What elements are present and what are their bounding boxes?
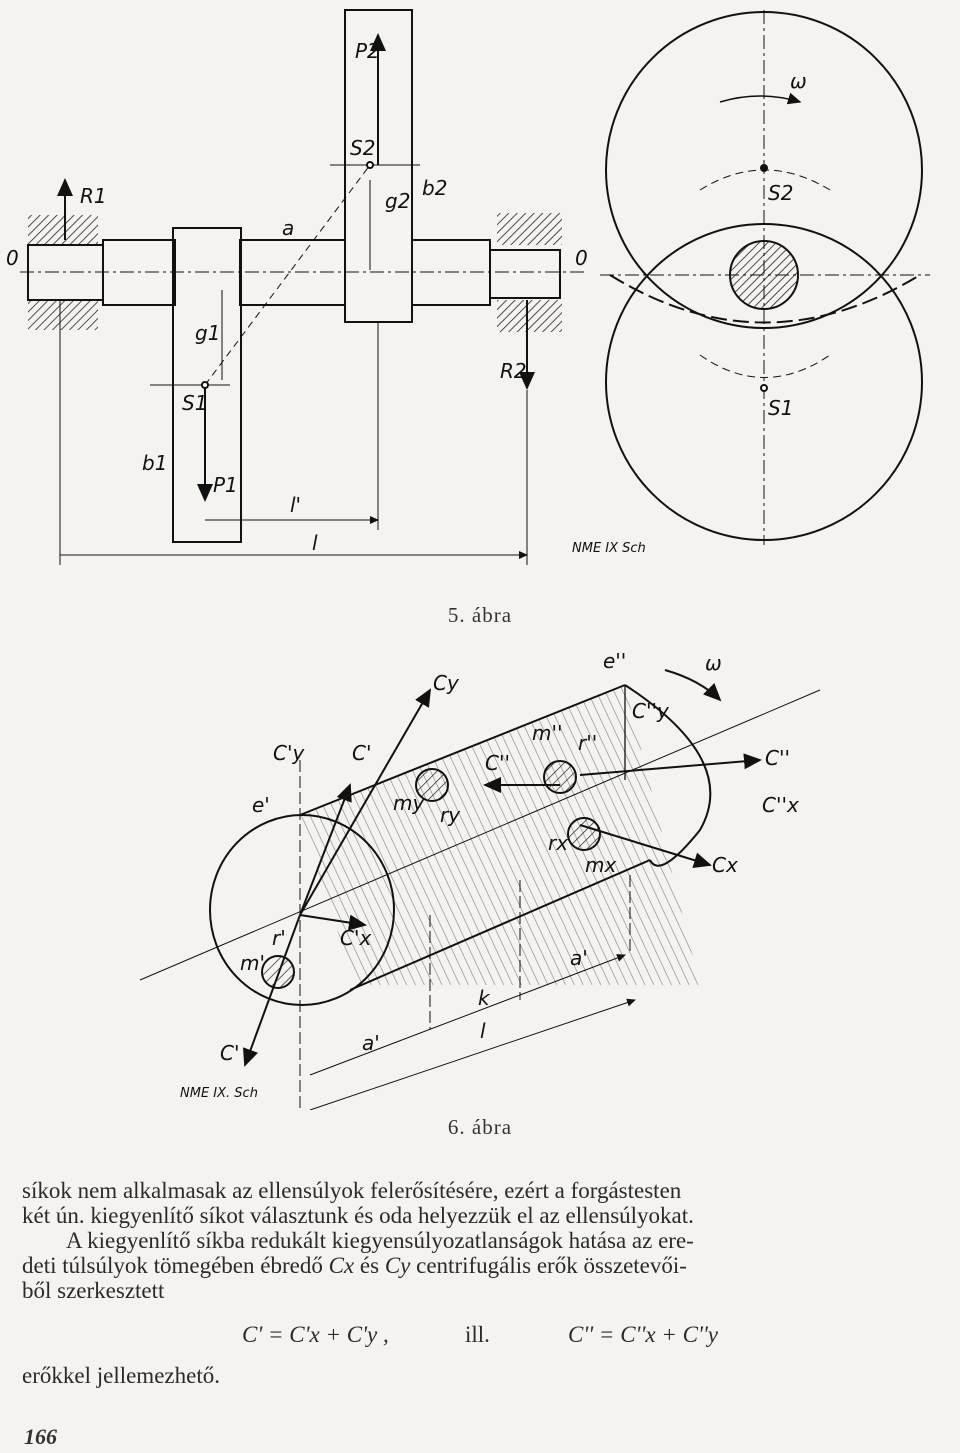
left-bearing-top — [28, 215, 98, 245]
stamp-6: NME IX. Sch — [180, 1086, 258, 1101]
text-line-6: erőkkel jellemezhető. — [22, 1363, 220, 1388]
label-Cy: Cy — [433, 671, 460, 695]
side-view — [600, 10, 930, 545]
body-text-end: erőkkel jellemezhető. — [22, 1363, 952, 1388]
label-my: my — [393, 791, 425, 815]
label-g2: g2 — [385, 189, 410, 213]
text-line-1: síkok nem alkalmasak az ellensúlyok fele… — [22, 1178, 682, 1203]
label-l-prime: l' — [290, 493, 301, 517]
label-C-x-prime: C'x — [340, 926, 371, 950]
label-S2: S2 — [350, 136, 375, 160]
label-C-double-prime: C'' — [485, 751, 510, 775]
label-P2: P2 — [355, 39, 380, 63]
label-R1: R1 — [80, 184, 107, 208]
equation-right: C'' = C''x + C''y — [568, 1322, 718, 1347]
label-omega: ω — [790, 69, 807, 93]
label-e-double-prime: e'' — [603, 649, 626, 673]
label-O-right: 0 — [575, 246, 588, 270]
figure-6-caption: 6. ábra — [447, 1115, 513, 1139]
label-rx: rx — [548, 831, 568, 855]
label-l-6: l — [480, 1019, 486, 1043]
label-C-y-double-prime: C''y — [632, 699, 670, 723]
label-Cx: Cx — [712, 853, 738, 877]
label-ry: ry — [440, 803, 461, 827]
text-line-2: két ún. kiegyenlítő síkot választunk és … — [22, 1203, 694, 1228]
label-C-prime: C' — [352, 741, 371, 765]
mass-m1 — [261, 955, 295, 989]
label-C-prime-bottom: C' — [220, 1041, 239, 1065]
figure-5-caption: 5. ábra — [447, 603, 513, 627]
page-number: 166 — [24, 1424, 57, 1449]
label-a: a — [282, 216, 294, 240]
right-bearing-top — [497, 213, 562, 245]
text-line-3: A kiegyenlítő síkba redukált kiegyensúly… — [66, 1228, 694, 1253]
equation-left: C' = C'x + C'y , — [242, 1322, 389, 1347]
mass-mx — [567, 817, 601, 851]
figure-6: Cy C'y C' e' my ry C'' m'' r'' e'' ω C''… — [139, 649, 821, 1110]
label-R2: R2 — [500, 359, 527, 383]
label-C-double-prime-right: C'' — [765, 746, 790, 770]
body-text: síkok nem alkalmasak az ellensúlyok fele… — [22, 1178, 952, 1303]
figure-6-labels: Cy C'y C' e' my ry C'' m'' r'' e'' ω C''… — [180, 649, 799, 1101]
label-S1-side: S1 — [768, 396, 793, 420]
text-line-4: deti túlsúlyok tömegében ébredő Cx és Cy… — [22, 1253, 952, 1278]
cylinder-drawing — [139, 669, 821, 1110]
text-line-4a: deti túlsúlyok tömegében ébredő — [22, 1253, 323, 1278]
stamp: NME IX Sch — [572, 541, 646, 556]
text-line-5: ből szerkesztett — [22, 1278, 165, 1303]
shaft-drawing — [20, 9, 585, 565]
label-m-double-prime: m'' — [532, 721, 562, 745]
label-g1: g1 — [195, 321, 220, 345]
figure-5: R1 R2 P1 P2 S1 S2 g1 g2 b1 b2 a l l' 0 0… — [6, 9, 930, 565]
label-b1: b1 — [142, 451, 167, 475]
label-a-prime-bottom: a' — [362, 1031, 380, 1055]
figure-5-labels: R1 R2 P1 P2 S1 S2 g1 g2 b1 b2 a l l' 0 0… — [6, 39, 807, 556]
label-m-prime: m' — [240, 951, 265, 975]
label-P1: P1 — [213, 473, 238, 497]
label-r-prime: r' — [272, 926, 286, 950]
label-a-prime-right: a' — [570, 946, 588, 970]
mass-m2 — [543, 760, 577, 794]
label-k: k — [478, 986, 491, 1010]
label-b2: b2 — [422, 176, 447, 200]
label-e-prime: e' — [252, 793, 270, 817]
mass-my — [415, 768, 449, 802]
symbol-cy: Cy — [384, 1253, 411, 1278]
text-line-4b: centrifugális erők összetevői- — [416, 1253, 687, 1278]
symbol-cx: Cx — [328, 1253, 355, 1278]
text-and: és — [359, 1253, 380, 1278]
label-S2-side: S2 — [768, 181, 793, 205]
label-O-left: 0 — [6, 246, 19, 270]
right-bearing-bottom — [497, 300, 562, 332]
label-S1: S1 — [182, 391, 207, 415]
label-l: l — [312, 531, 318, 555]
label-mx: mx — [585, 853, 616, 877]
label-C-x-double-prime: C''x — [762, 793, 799, 817]
left-bearing-bottom — [28, 300, 98, 330]
label-C-y-prime: C'y — [273, 741, 305, 765]
label-r-double-prime: r'' — [578, 731, 597, 755]
label-omega-6: ω — [705, 651, 722, 675]
equation-ill: ill. — [465, 1322, 490, 1347]
